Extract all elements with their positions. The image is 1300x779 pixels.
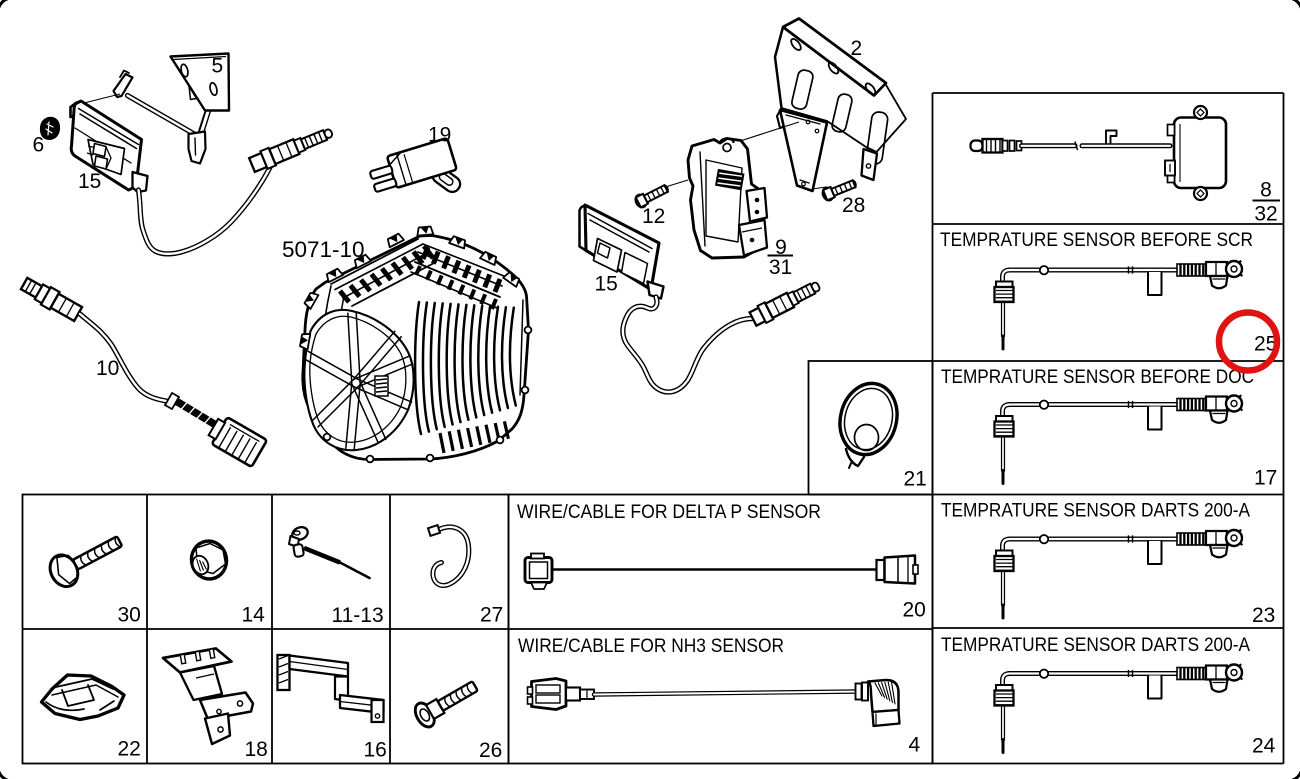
svg-text:18: 18 [245, 738, 268, 761]
svg-text:26: 26 [479, 739, 502, 762]
svg-text:21: 21 [904, 468, 927, 491]
svg-text:5071-10: 5071-10 [282, 237, 365, 262]
svg-text:TEMPRATURE SENSOR BEFORE DOC: TEMPRATURE SENSOR BEFORE DOC [941, 367, 1254, 388]
svg-text:30: 30 [118, 604, 141, 627]
svg-text:TEMPRATURE SENSOR BEFORE SCR: TEMPRATURE SENSOR BEFORE SCR [940, 230, 1253, 251]
svg-text:8: 8 [1260, 179, 1272, 202]
svg-text:19: 19 [428, 124, 451, 147]
svg-text:TEMPRATURE SENSOR DARTS 200-A: TEMPRATURE SENSOR DARTS 200-A [941, 501, 1250, 522]
svg-text:12: 12 [642, 205, 665, 228]
svg-text:14: 14 [242, 604, 266, 627]
svg-text:4: 4 [909, 734, 921, 757]
svg-text:5: 5 [212, 55, 224, 78]
svg-text:24: 24 [1252, 735, 1276, 758]
svg-text:25: 25 [1254, 333, 1277, 356]
svg-text:15: 15 [595, 273, 618, 296]
svg-text:15: 15 [78, 170, 101, 193]
svg-text:17: 17 [1254, 467, 1277, 490]
svg-text:TEMPRATURE SENSOR DARTS 200-A: TEMPRATURE SENSOR DARTS 200-A [941, 635, 1250, 656]
svg-text:27: 27 [480, 604, 503, 627]
svg-text:10: 10 [96, 357, 119, 380]
svg-text:20: 20 [903, 599, 926, 622]
svg-text:32: 32 [1254, 203, 1277, 226]
svg-text:WIRE/CABLE FOR DELTA P SENSOR: WIRE/CABLE FOR DELTA P SENSOR [517, 502, 821, 523]
svg-text:2: 2 [851, 37, 863, 60]
svg-text:11-13: 11-13 [332, 604, 384, 627]
svg-text:23: 23 [1252, 604, 1275, 627]
svg-text:16: 16 [364, 739, 387, 762]
svg-text:WIRE/CABLE FOR NH3 SENSOR: WIRE/CABLE FOR NH3 SENSOR [518, 636, 784, 657]
svg-text:6: 6 [33, 134, 45, 157]
svg-text:22: 22 [118, 738, 141, 761]
svg-text:9: 9 [775, 236, 787, 259]
svg-text:28: 28 [842, 194, 865, 217]
svg-text:31: 31 [769, 256, 792, 279]
